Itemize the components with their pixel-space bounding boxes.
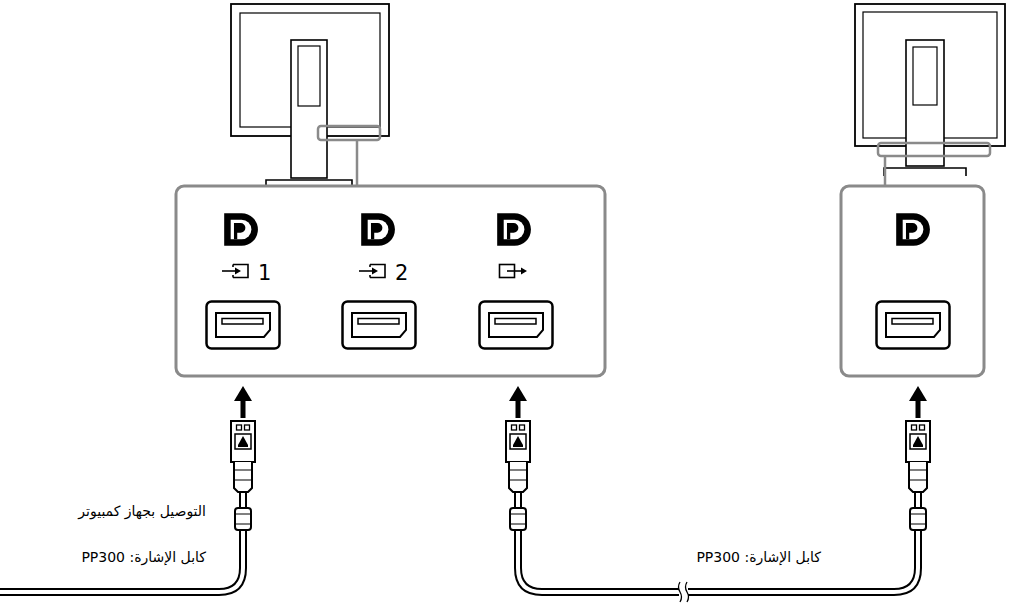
cable-label: كابل الإشارة: PP300 (79, 549, 208, 566)
monitor-rear (231, 4, 389, 186)
port-number: 2 (393, 261, 410, 286)
monitor-rear (855, 4, 1005, 186)
port-panel (841, 186, 984, 376)
signal-cable (0, 530, 918, 602)
insert-arrow (234, 386, 927, 418)
displayport-logo (224, 213, 930, 246)
connection-note: التوصيل بجهاز كمبيوتر (76, 503, 208, 520)
port-panel (176, 186, 605, 376)
cable-plug (231, 421, 930, 535)
cable-label: كابل الإشارة: PP300 (694, 549, 823, 566)
displayport-socket (207, 302, 950, 349)
port-number: 1 (256, 261, 273, 286)
